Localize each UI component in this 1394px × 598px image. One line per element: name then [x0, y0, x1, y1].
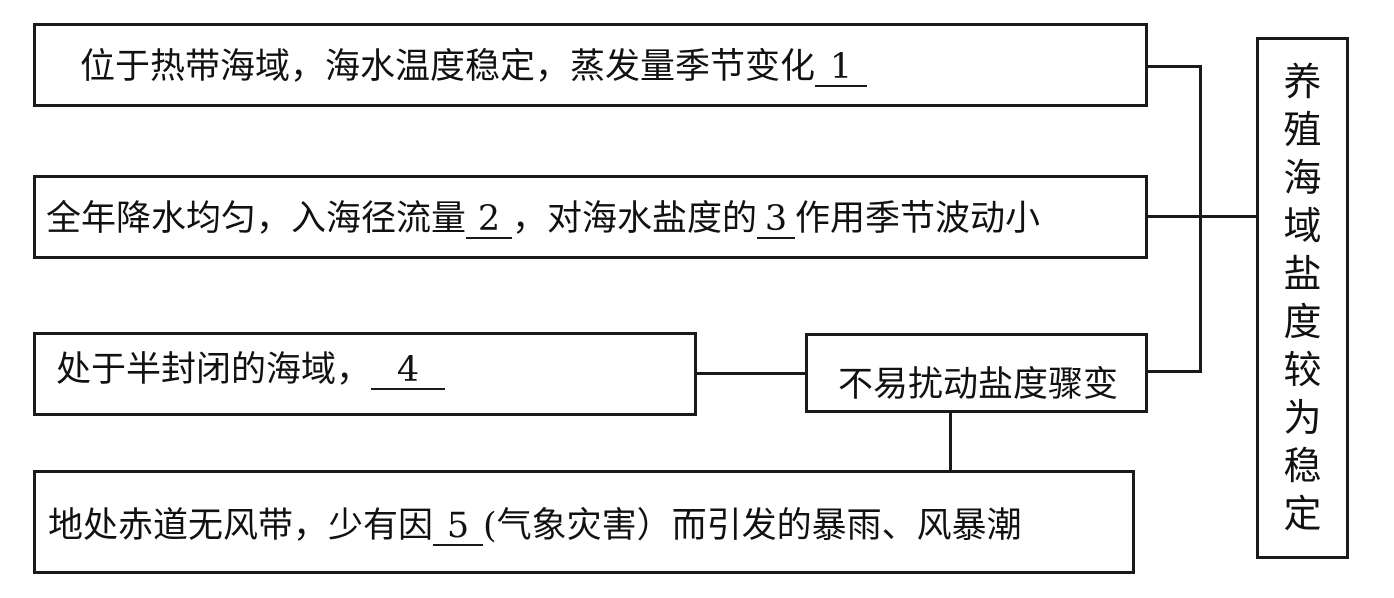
result-char: 殖	[1283, 108, 1322, 152]
connector-box2-to-result	[1147, 215, 1258, 218]
factor-text-doldrums-part1: 地处赤道无风带，少有因	[48, 506, 434, 546]
result-char: 域	[1283, 204, 1322, 248]
result-char: 为	[1283, 396, 1322, 440]
result-char: 较	[1283, 348, 1322, 392]
blank-5: 5	[433, 509, 484, 546]
blank-2: 2	[466, 202, 513, 239]
connector-box3-to-box4	[695, 372, 807, 375]
connector-box4-to-box5	[949, 410, 952, 472]
connector-box1-to-trunk	[1147, 65, 1202, 68]
effect-text-stable: 不易扰动盐度骤变	[838, 365, 1119, 405]
result-char: 养	[1283, 60, 1322, 104]
blank-3: 3	[757, 202, 796, 239]
result-char: 定	[1283, 492, 1322, 536]
factor-text-runoff-part3: 作用季节波动小	[795, 199, 1041, 239]
blank-4: 4	[371, 353, 446, 390]
factor-text-temperature-main: 位于热带海域，海水温度稳定，蒸发量季节变化	[80, 47, 816, 87]
factor-text-semi-enclosed-main: 处于半封闭的海域，	[56, 350, 372, 390]
connector-box4-to-trunk	[1147, 370, 1202, 373]
result-char: 度	[1283, 300, 1322, 344]
factor-text-semi-enclosed: 处于半封闭的海域，4	[56, 350, 446, 390]
blank-1: 1	[815, 50, 868, 87]
result-char: 海	[1283, 156, 1322, 200]
factor-text-doldrums-part2: (气象灾害）而引发的暴雨、风暴潮	[483, 506, 1022, 546]
connector-trunk-vertical	[1199, 65, 1202, 373]
result-char: 稳	[1283, 444, 1322, 488]
effect-box-stable: 不易扰动盐度骤变	[805, 333, 1148, 413]
factor-box-semi-enclosed: 处于半封闭的海域，4	[33, 332, 697, 416]
result-char: 盐	[1283, 252, 1322, 296]
result-box: 养 殖 海 域 盐 度 较 为 稳 定	[1256, 37, 1349, 559]
factor-text-runoff-part1: 全年降水均匀，入海径流量	[46, 199, 467, 239]
factor-text-runoff-part2: ，对海水盐度的	[512, 199, 758, 239]
